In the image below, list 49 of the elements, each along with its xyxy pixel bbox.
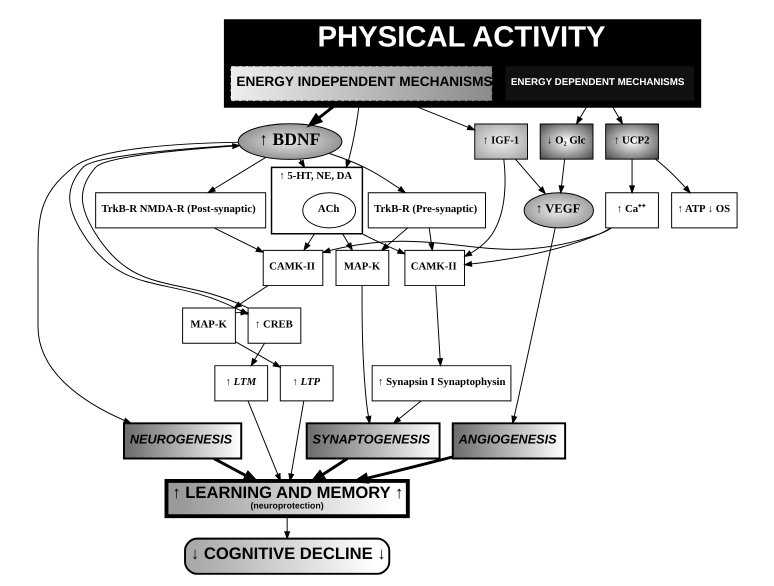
arrow [462, 228, 611, 267]
node-ellipse: ACh [302, 192, 356, 228]
node-box: CAMK-II [404, 250, 464, 286]
arrow [250, 342, 264, 367]
arrow [213, 228, 264, 253]
arrow [654, 158, 691, 194]
arrow [392, 400, 421, 424]
arrow [462, 158, 506, 258]
node-box: MAP-K [182, 308, 236, 344]
node-box: ↑ ATP ↓ OS [670, 192, 738, 228]
node-box: ↑ LEARNING AND MEMORY ↑ (neuroprotection) [164, 479, 410, 518]
node-box: ↑ CREB [247, 308, 301, 344]
node-box: TrkB-R (Pre-synaptic) [367, 192, 486, 228]
arrow [206, 157, 266, 194]
node-box: ↓ O₂ Glc [539, 123, 593, 160]
arrow [402, 100, 476, 130]
node-box: ↑ LTP [279, 365, 334, 402]
arrow [328, 153, 406, 194]
arrow [361, 285, 371, 425]
arrow [361, 233, 406, 254]
node-box: ↓ COGNITIVE DECLINE ↓ [184, 538, 390, 575]
node-box: ↑ Ca⁺⁺ [604, 192, 658, 228]
arrow [558, 158, 565, 194]
node-box: ANGIOGENESIS [451, 422, 566, 460]
node-ellipse: ↑ BDNF [237, 123, 342, 160]
arrow [308, 457, 348, 484]
node-box: ↑ IGF-1 [474, 123, 528, 160]
arrow [37, 142, 238, 424]
node-box: NEUROGENESIS [122, 422, 242, 460]
arrow [234, 341, 282, 368]
arrow [306, 100, 340, 128]
arrow [284, 516, 290, 540]
node-box: MAP-K [335, 250, 389, 286]
node-box: SYNAPTOGENESIS [305, 422, 440, 460]
node-box: ↑ LTM [214, 365, 268, 402]
arrow [514, 158, 546, 195]
node-box: ENERGY INDEPENDENT MECHANISMS [230, 65, 492, 102]
arrow [434, 285, 443, 367]
arrow [428, 228, 434, 252]
arrow [302, 233, 315, 252]
arrow [510, 228, 556, 425]
node-box: TrkB-R NMDA-R (Post-synaptic) [94, 192, 266, 228]
arrow [232, 285, 268, 309]
node-box: ↑ Synapsin I Synaptophysin [371, 365, 511, 402]
node-box: ↑ UCP2 [604, 123, 658, 160]
arrow [628, 158, 635, 194]
node-box: CAMK-II [262, 250, 323, 286]
node-ellipse: ↑ VEGF [523, 192, 594, 228]
arrow [380, 228, 408, 252]
